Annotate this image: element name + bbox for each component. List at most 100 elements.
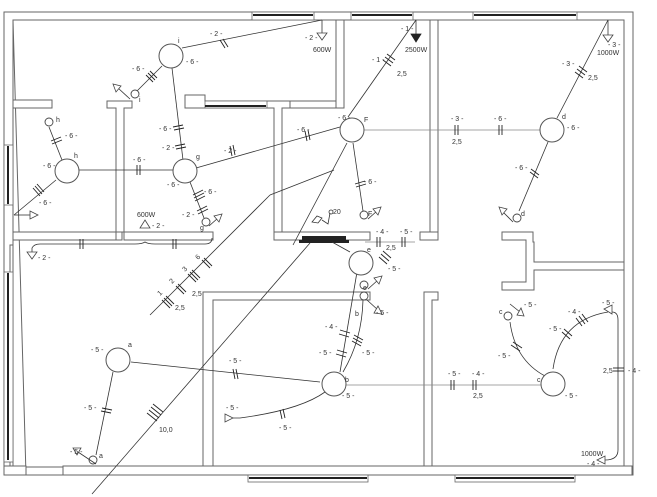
windows [3, 11, 578, 483]
circuit-label: - 5 - [226, 405, 239, 412]
outlet-b-room[interactable] [224, 413, 234, 423]
circuit-label: - 6 - [494, 116, 507, 123]
lamp-F-label: F [364, 117, 368, 124]
circuit-label: - 4 - [472, 371, 485, 378]
circuit-label: - 6 - [297, 127, 310, 134]
outlet-600w-top[interactable] [316, 32, 328, 41]
circuit-label: - 4 - [568, 309, 581, 316]
cable-size-label: 2,5 [603, 368, 613, 375]
switches[interactable] [44, 89, 522, 465]
circuit-label: - 6 - [65, 133, 78, 140]
circuit-label: - 3 - [451, 116, 464, 123]
switch-g[interactable] [201, 217, 211, 227]
circuit-label: - 6 - [338, 115, 351, 122]
circuit-label: - 5 - [319, 350, 332, 357]
lamp-i-label: i [178, 38, 180, 45]
lamp-b[interactable] [321, 371, 347, 397]
lamp-i[interactable] [158, 43, 184, 69]
cable-size-label: 10,0 [159, 427, 173, 434]
lamp-h[interactable] [54, 158, 80, 184]
lamp-F[interactable] [339, 117, 365, 143]
switch-b-label: b [355, 311, 359, 318]
lamp-a[interactable] [105, 347, 131, 373]
switch-c[interactable] [503, 311, 513, 321]
load-1000w-top: 1000W [597, 50, 620, 57]
load-2500w: 2500W [405, 47, 428, 54]
circuit-label: - 2 - [182, 212, 195, 219]
cable-size-label: 2,5 [386, 245, 396, 252]
outlet-corridor[interactable] [26, 251, 38, 260]
outlet-1000w-top[interactable] [602, 34, 614, 43]
cable-ticks [32, 38, 624, 422]
circuit-label: - 6 - [132, 66, 145, 73]
switch-h[interactable] [44, 117, 54, 127]
circuit-label: - 2 - [305, 35, 318, 42]
circuit-label: - 6 - [186, 59, 199, 66]
lamp-g[interactable] [172, 158, 198, 184]
switch-d[interactable] [512, 213, 522, 223]
circuit-label: - 5 - [91, 347, 104, 354]
outlet-1000w-bottom[interactable] [596, 455, 606, 465]
circuit-label: - 5 - [549, 326, 562, 333]
switch-i[interactable] [130, 89, 140, 99]
switch-c-label: c [499, 309, 503, 316]
circuit-label: - 2 - [224, 148, 237, 155]
circuit-label: - 1 - [372, 57, 385, 64]
circuit-label: - 6 - [567, 125, 580, 132]
lamp-b-label: b [345, 377, 349, 384]
circuit-label: - 6 - [515, 165, 528, 172]
circuit-label: - 4 - [376, 229, 389, 236]
riser-label: 2 [168, 278, 176, 286]
circuit-label: - 2 - [38, 255, 51, 262]
lamp-c-label: c [537, 377, 541, 384]
switch-e-label: e [363, 285, 367, 292]
cable-size-label: 2,5 [473, 393, 483, 400]
lamps[interactable] [54, 43, 566, 397]
circuit-label: - 5 - [388, 266, 401, 273]
riser-label: 6 [194, 254, 202, 262]
circuit-label: - 6 - [204, 189, 217, 196]
circuit-label: - 5 - [362, 350, 375, 357]
lamp-e[interactable] [348, 250, 374, 276]
lamp-h-label: h [74, 153, 78, 160]
lamp-a-label: a [128, 342, 132, 349]
circuit-label: - 5 - [70, 449, 83, 456]
lamp-d[interactable] [539, 117, 565, 143]
walls [3, 11, 634, 476]
outlets[interactable] [26, 32, 614, 465]
outer-wall [3, 11, 634, 476]
circuit-label: - 6 - [364, 179, 377, 186]
outlet-600w-mid[interactable] [139, 219, 151, 229]
circuit-label: - 3 - [562, 61, 575, 68]
switch-F[interactable] [359, 210, 369, 220]
circuit-label: - 4 - [628, 368, 641, 375]
circuit-label: - 6 - [133, 157, 146, 164]
circuit-label: - 6 - [167, 182, 180, 189]
circuit-label: - 5 - [400, 229, 413, 236]
cable-size-label: 2,5 [397, 71, 407, 78]
circuit-label: - 2 - [210, 31, 223, 38]
circuit-label: - 2 - [152, 223, 165, 230]
distribution-panel[interactable]: 20 [299, 209, 349, 243]
switch-h-label: h [56, 117, 60, 124]
switch-a[interactable] [88, 455, 98, 465]
switch-b[interactable] [359, 291, 369, 301]
outlet-h-room[interactable] [29, 210, 39, 220]
switch-g-label: g [200, 225, 204, 232]
panel-label: 20 [333, 209, 341, 216]
lamp-c[interactable] [540, 371, 566, 397]
switch-e[interactable] [359, 280, 369, 290]
circuit-label: - 6 - [43, 163, 56, 170]
circuit-label: - 5 - [84, 405, 97, 412]
lamp-e-label: e [367, 247, 371, 254]
lamp-d-label: d [562, 114, 566, 121]
outlet-2500w[interactable] [410, 33, 422, 43]
outlet-c-upper[interactable] [603, 304, 613, 315]
cable-size-label: 2,5 [175, 305, 185, 312]
load-600w-mid: 600W [137, 212, 156, 219]
circuit-label: - 5 - [498, 353, 511, 360]
circuit-label: - 5 - [342, 393, 355, 400]
circuit-label: - 5 - [602, 300, 615, 307]
cable-size-label: 2,5 [192, 291, 202, 298]
cable-size-label: 2,5 [588, 75, 598, 82]
